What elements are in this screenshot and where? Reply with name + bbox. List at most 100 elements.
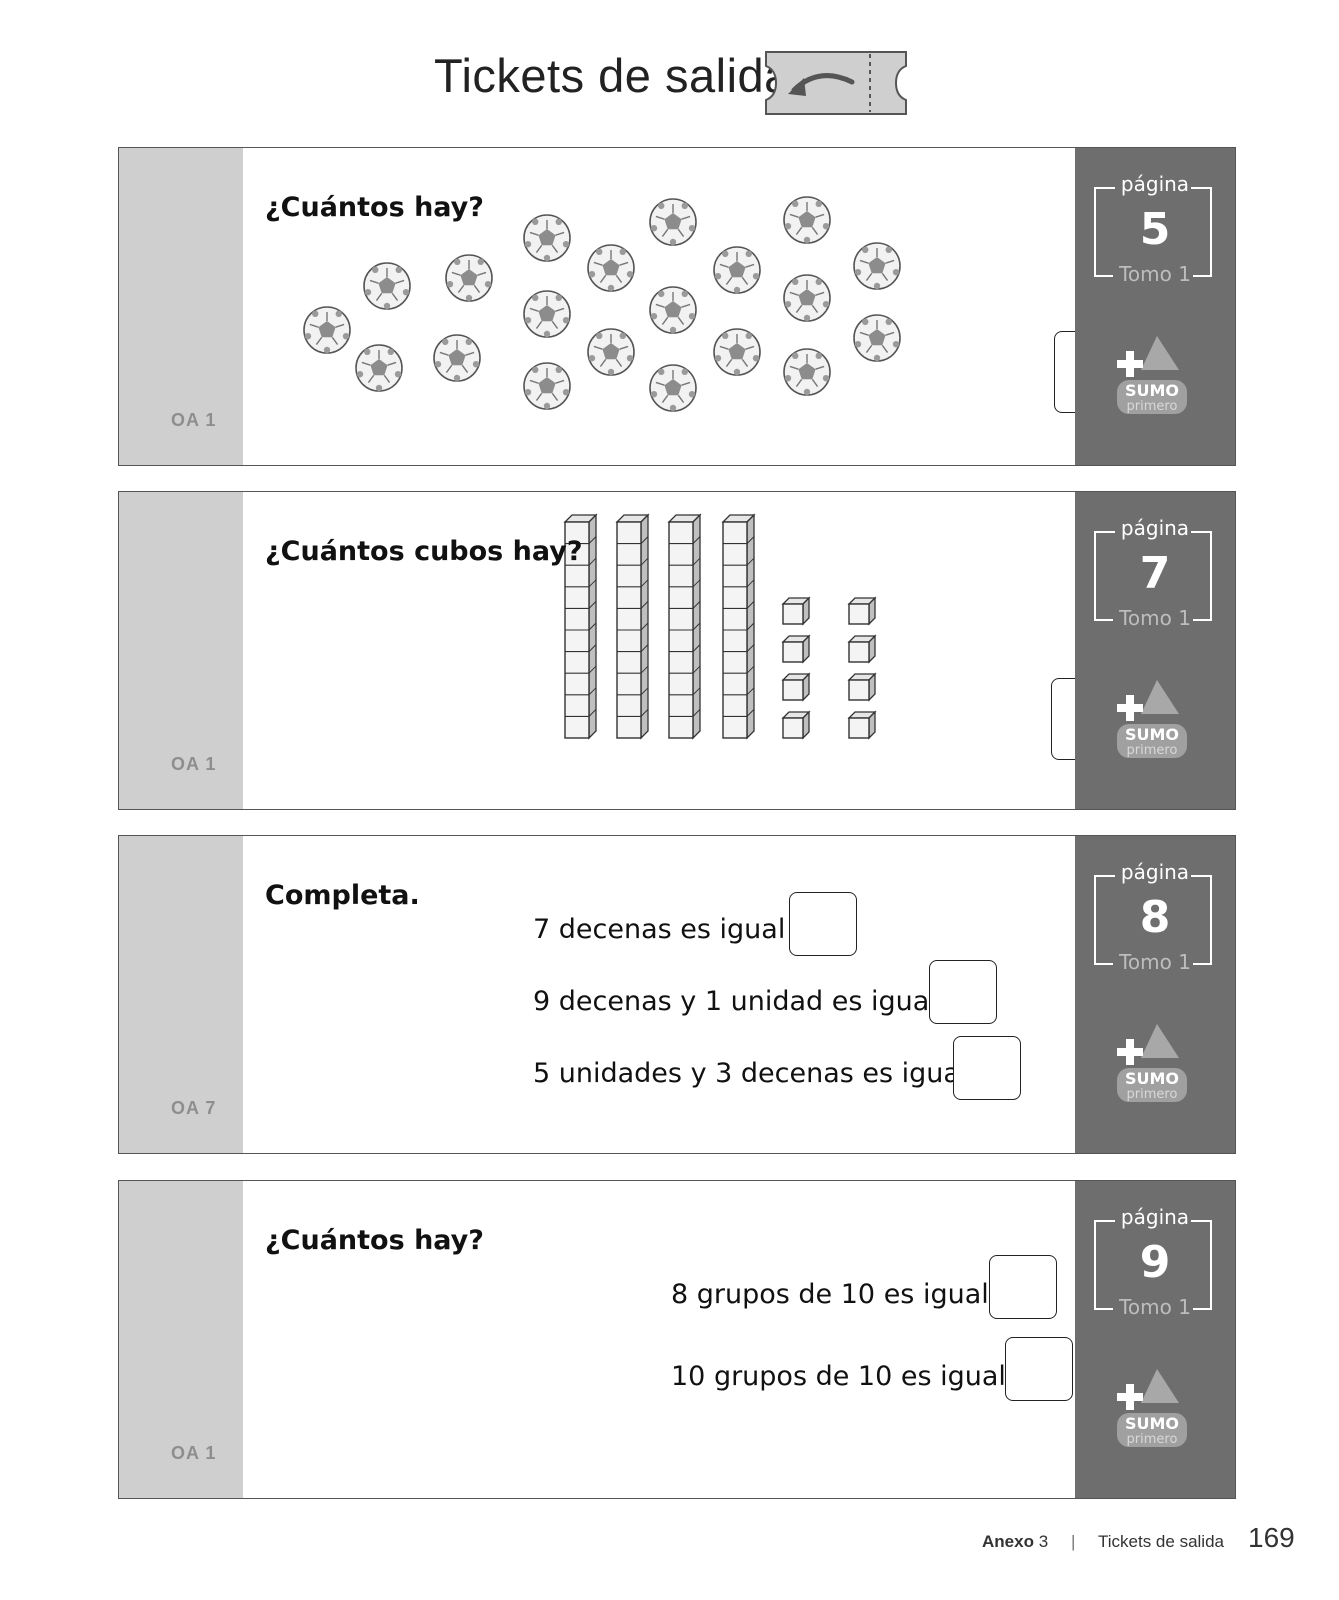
statement-line-2: 9 decenas y 1 unidad es igual a xyxy=(533,986,962,1017)
soccer-ball-icon xyxy=(713,328,761,376)
soccer-ball-icon xyxy=(433,334,481,382)
svg-text:SUMO: SUMO xyxy=(1125,381,1179,400)
question-title: ¿Cuántos hay? xyxy=(265,1225,484,1256)
oa-label: OA 1 xyxy=(171,410,217,430)
page-reference-panel: página 8 Tomo 1 SUMO primero xyxy=(1075,836,1235,1153)
exit-ticket-4: 8 grupos de 10 es igual a 10 grupos de 1… xyxy=(118,1180,1236,1499)
tomo-label: Tomo 1 xyxy=(1119,1295,1191,1319)
sumo-primero-logo: SUMO primero xyxy=(1113,1018,1203,1108)
tomo-label: Tomo 1 xyxy=(1119,262,1191,286)
svg-text:primero: primero xyxy=(1127,1087,1178,1102)
soccer-ball-icon xyxy=(713,246,761,294)
question-title: Completa. xyxy=(265,880,420,911)
answer-box-3[interactable] xyxy=(953,1036,1021,1100)
ten-rod-icon xyxy=(615,513,650,740)
soccer-ball-icon xyxy=(649,198,697,246)
page-number: 7 xyxy=(1139,548,1171,599)
exit-ticket-2: OA 1 ¿Cuántos cubos hay? página 7 Tomo 1… xyxy=(118,491,1236,810)
soccer-balls-group xyxy=(303,196,901,412)
sumo-primero-logo: SUMO primero xyxy=(1113,674,1203,764)
ticket-content xyxy=(243,492,1137,809)
soccer-ball-icon xyxy=(853,242,901,290)
ten-rod-icon xyxy=(563,513,598,740)
page-bracket-frame xyxy=(1094,875,1212,965)
footer-annex-number: 3 xyxy=(1038,1532,1049,1551)
soccer-ball-icon xyxy=(523,362,571,410)
soccer-ball-icon xyxy=(649,364,697,412)
page-bracket-frame xyxy=(1094,187,1212,277)
answer-box-2[interactable] xyxy=(1005,1337,1073,1401)
unit-cube-icon xyxy=(781,672,811,702)
page-number: 5 xyxy=(1139,204,1171,255)
soccer-ball-icon xyxy=(783,274,831,322)
ticket-content: 8 grupos de 10 es igual a 10 grupos de 1… xyxy=(243,1181,1098,1498)
soccer-ball-icon xyxy=(853,314,901,362)
tomo-label: Tomo 1 xyxy=(1119,606,1191,630)
page-reference-panel: página 9 Tomo 1 SUMO primero xyxy=(1075,1181,1235,1498)
statement-line-2: 10 grupos de 10 es igual a xyxy=(671,1361,1032,1392)
soccer-ball-icon xyxy=(445,254,493,302)
sumo-primero-logo-icon: SUMO primero xyxy=(1117,1369,1187,1447)
svg-text:primero: primero xyxy=(1127,743,1178,758)
soccer-ball-icon xyxy=(363,262,411,310)
footer-page-number: 169 xyxy=(1248,1522,1295,1553)
unit-cube-icon xyxy=(847,634,877,664)
svg-text:SUMO: SUMO xyxy=(1125,725,1179,744)
ten-rod-icon xyxy=(667,513,702,740)
unit-cube-icon xyxy=(847,672,877,702)
footer-annex: Anexo 3 xyxy=(982,1532,1048,1552)
oa-label: OA 1 xyxy=(171,754,217,774)
answer-box-1[interactable] xyxy=(989,1255,1057,1319)
statement-line-1: 7 decenas es igual a xyxy=(533,914,811,945)
base-ten-blocks-group xyxy=(563,513,877,740)
tomo-label: Tomo 1 xyxy=(1119,950,1191,974)
page-reference-panel: página 5 Tomo 1 SUMO primero xyxy=(1075,148,1235,465)
soccer-ball-icon xyxy=(783,348,831,396)
page-label: página xyxy=(1120,860,1190,884)
sumo-primero-logo: SUMO primero xyxy=(1113,1363,1203,1453)
unit-cube-icon xyxy=(847,710,877,740)
footer-annex-label: Anexo xyxy=(982,1532,1034,1551)
sumo-primero-logo-icon: SUMO primero xyxy=(1117,1024,1187,1102)
sumo-primero-logo-icon: SUMO primero xyxy=(1117,336,1187,414)
page-bracket-frame xyxy=(1094,531,1212,621)
soccer-ball-icon xyxy=(523,214,571,262)
svg-text:SUMO: SUMO xyxy=(1125,1069,1179,1088)
oa-label: OA 7 xyxy=(171,1098,217,1118)
question-title: ¿Cuántos hay? xyxy=(265,192,484,223)
sumo-primero-logo: SUMO primero xyxy=(1113,330,1203,420)
answer-box-2[interactable] xyxy=(929,960,997,1024)
oa-label: OA 1 xyxy=(171,1443,217,1463)
page-label: página xyxy=(1120,1205,1190,1229)
unit-cube-icon xyxy=(781,634,811,664)
soccer-ball-icon xyxy=(783,196,831,244)
sumo-primero-logo-icon: SUMO primero xyxy=(1117,680,1187,758)
footer-section: Tickets de salida xyxy=(1098,1532,1224,1551)
soccer-ball-icon xyxy=(303,306,351,354)
unit-cube-icon xyxy=(781,596,811,626)
exit-ticket-1: OA 1 ¿Cuántos hay? página 5 Tomo 1 SUMO … xyxy=(118,147,1236,466)
svg-text:primero: primero xyxy=(1127,399,1178,414)
unit-cube-icon xyxy=(847,596,877,626)
answer-box-1[interactable] xyxy=(789,892,857,956)
soccer-ball-icon xyxy=(523,290,571,338)
page-label: página xyxy=(1120,516,1190,540)
page-title: Tickets de salida xyxy=(434,49,791,102)
page-reference-panel: página 7 Tomo 1 SUMO primero xyxy=(1075,492,1235,809)
soccer-ball-icon xyxy=(587,244,635,292)
page-bracket-frame xyxy=(1094,1220,1212,1310)
statement-line-1: 8 grupos de 10 es igual a xyxy=(671,1279,1014,1310)
exit-ticket-3: 7 decenas es igual a 9 decenas y 1 unida… xyxy=(118,835,1236,1154)
page-number: 8 xyxy=(1139,892,1171,943)
page-label: página xyxy=(1120,172,1190,196)
svg-text:SUMO: SUMO xyxy=(1125,1414,1179,1433)
soccer-ball-icon xyxy=(587,328,635,376)
statement-line-3: 5 unidades y 3 decenas es igual a xyxy=(533,1058,993,1089)
soccer-ball-icon xyxy=(355,344,403,392)
svg-text:primero: primero xyxy=(1127,1432,1178,1447)
soccer-ball-icon xyxy=(649,286,697,334)
ticket-icon xyxy=(765,51,907,115)
ticket-content: 7 decenas es igual a 9 decenas y 1 unida… xyxy=(243,836,1098,1153)
footer-divider: | xyxy=(1071,1532,1076,1551)
ten-rod-icon xyxy=(721,513,756,740)
